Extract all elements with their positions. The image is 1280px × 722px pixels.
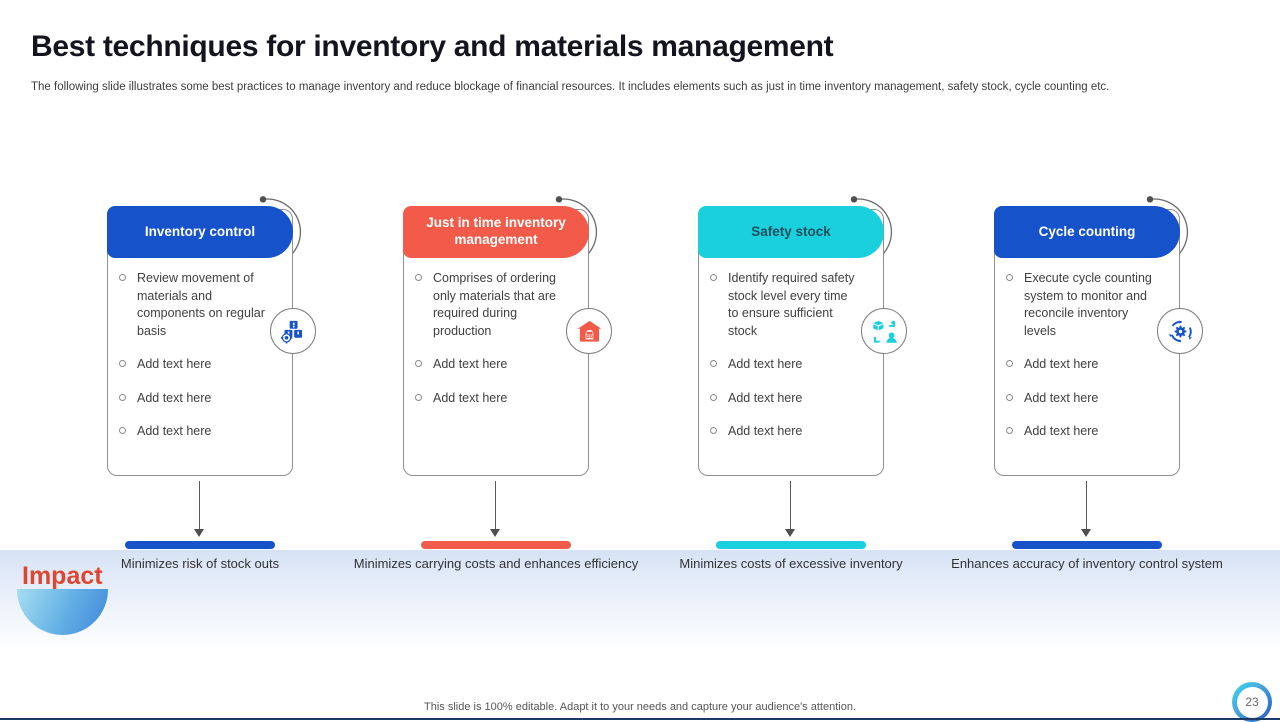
bullet-item[interactable]: Add text here: [119, 356, 289, 374]
stock-cycle-person-icon: [861, 308, 907, 354]
bullet-circle-icon: [119, 360, 126, 367]
bullet-item[interactable]: Add text here: [1006, 390, 1176, 408]
bullet-item[interactable]: Add text here: [1006, 356, 1176, 374]
bullet-list: Comprises of ordering only materials tha…: [415, 270, 585, 423]
arrow-down-icon: [785, 529, 795, 537]
connector-line: [199, 481, 201, 529]
impact-bar: [421, 541, 571, 549]
impact-text: Minimizes risk of stock outs: [120, 556, 280, 571]
page-title: Best techniques for inventory and materi…: [31, 30, 834, 63]
bullet-item[interactable]: Add text here: [710, 356, 880, 374]
bullet-item[interactable]: Add text here: [415, 390, 585, 408]
bullet-item: Review movement of materials and compone…: [119, 270, 289, 340]
page-subtitle: The following slide illustrates some bes…: [31, 81, 1110, 93]
bullet-item[interactable]: Add text here: [1006, 423, 1176, 441]
bullet-circle-icon: [1006, 360, 1013, 367]
bullet-list: Execute cycle counting system to monitor…: [1006, 270, 1176, 457]
technique-column-safety-stock: Safety stock Identify required safety st…: [643, 195, 939, 595]
connector-line: [1086, 481, 1088, 529]
bullet-item[interactable]: Add text here: [119, 390, 289, 408]
editable-note: This slide is 100% editable. Adapt it to…: [424, 701, 856, 713]
bullet-circle-icon: [1006, 393, 1013, 401]
connector-line: [495, 481, 497, 529]
page-number: 23: [1236, 686, 1268, 718]
bullet-item: Comprises of ordering only materials tha…: [415, 270, 585, 340]
bullet-circle-icon: [710, 274, 717, 281]
bullet-circle-icon: [415, 393, 422, 401]
technique-column-inventory-control: Inventory control Review movement of mat…: [52, 195, 348, 595]
arrow-down-icon: [490, 529, 500, 537]
bullet-list: Review movement of materials and compone…: [119, 270, 289, 457]
bullet-circle-icon: [710, 393, 717, 401]
inventory-boxes-gear-icon: [270, 308, 316, 354]
technique-header: Inventory control: [107, 206, 293, 258]
bullet-circle-icon: [1006, 427, 1013, 434]
impact-text: Minimizes carrying costs and enhances ef…: [353, 556, 639, 571]
bullet-circle-icon: [119, 393, 126, 401]
arrow-down-icon: [194, 529, 204, 537]
bullet-circle-icon: [1006, 274, 1013, 281]
technique-header: Just in time inventory management: [403, 206, 589, 258]
technique-header: Cycle counting: [994, 206, 1180, 258]
bullet-item[interactable]: Add text here: [710, 423, 880, 441]
impact-text: Enhances accuracy of inventory control s…: [951, 556, 1223, 571]
page-number-badge: 23: [1232, 682, 1272, 722]
impact-section-label: Impact: [22, 562, 103, 590]
impact-text: Minimizes costs of excessive inventory: [679, 556, 903, 571]
bullet-circle-icon: [119, 274, 126, 281]
connector-line: [790, 481, 792, 529]
bullet-circle-icon: [710, 427, 717, 434]
impact-bar: [125, 541, 275, 549]
bottom-border-line: [0, 718, 1280, 720]
bullet-item[interactable]: Add text here: [119, 423, 289, 441]
bullet-item[interactable]: Add text here: [415, 356, 585, 374]
bullet-item: Execute cycle counting system to monitor…: [1006, 270, 1176, 340]
technique-header: Safety stock: [698, 206, 884, 258]
technique-column-just-in-time: Just in time inventory management Compri…: [348, 195, 644, 595]
impact-band-background: [0, 550, 1280, 650]
bullet-circle-icon: [415, 274, 422, 281]
technique-column-cycle-counting: Cycle counting Execute cycle counting sy…: [939, 195, 1235, 595]
bullet-item: Identify required safety stock level eve…: [710, 270, 880, 340]
bullet-item[interactable]: Add text here: [710, 390, 880, 408]
impact-bar: [1012, 541, 1162, 549]
impact-bar: [716, 541, 866, 549]
warehouse-icon: [566, 308, 612, 354]
cycle-gear-icon: [1157, 308, 1203, 354]
bullet-circle-icon: [119, 427, 126, 434]
arrow-down-icon: [1081, 529, 1091, 537]
bullet-circle-icon: [415, 360, 422, 367]
bullet-list: Identify required safety stock level eve…: [710, 270, 880, 457]
bullet-circle-icon: [710, 360, 717, 367]
